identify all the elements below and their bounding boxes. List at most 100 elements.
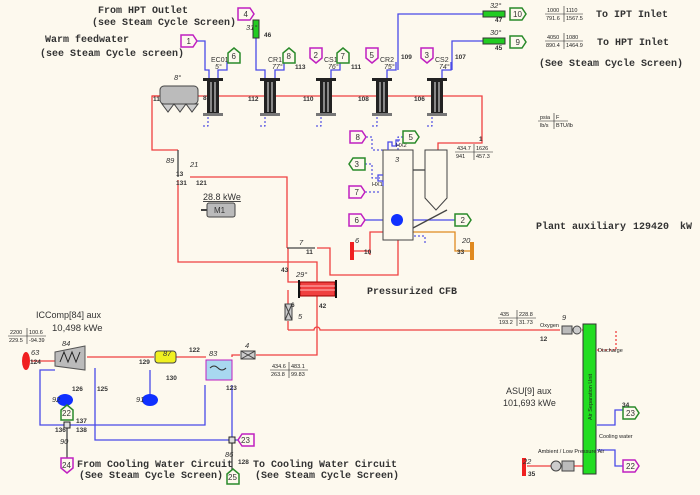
from-hpt-label: From HPT Outlet [98, 5, 188, 17]
component-id: 83 [209, 349, 218, 358]
to-cooling-water-sublabel: (See Steam Cycle Screen) [255, 470, 399, 482]
stream-tag-23[interactable]: 23 [622, 406, 640, 420]
oxygen-label: Oxygen [540, 323, 559, 329]
asu-aux-label: ASU[9] aux [506, 386, 552, 396]
pressurized-cfb-label: Pressurized CFB [367, 286, 457, 298]
valve-32[interactable] [482, 10, 506, 18]
stream-tag-7[interactable]: 7 [336, 47, 350, 64]
oxygen-compressor[interactable] [561, 325, 582, 335]
asu-label: Air Separation Unit [588, 373, 594, 420]
state-value-h: -94.39 [29, 338, 45, 344]
unit-pressure: psia [540, 115, 551, 121]
ambient-air-source[interactable] [522, 458, 526, 476]
state-value-t: 1080 [566, 35, 578, 41]
state-value-m: 263.8 [271, 372, 285, 378]
unit-mass-flow: lb/s [540, 123, 549, 129]
tag-label: 22 [626, 462, 635, 471]
stream-number: 107 [455, 54, 466, 61]
air-source-63[interactable] [22, 352, 30, 370]
tag-label: 5 [409, 133, 414, 142]
component-id: 21 [189, 160, 198, 169]
component-id: 29° [295, 270, 307, 279]
stream-number: 136 [55, 427, 66, 434]
stream-number: 108 [358, 96, 369, 103]
drain-91[interactable] [142, 394, 158, 406]
other-lines [66, 150, 470, 470]
stream-tag-22[interactable]: 22 [60, 404, 74, 421]
tag-label: 2 [461, 216, 466, 225]
stream-number: 6 [291, 302, 295, 309]
stream-tag-25[interactable]: 25 [226, 468, 240, 485]
stream-number: 42 [319, 303, 327, 310]
ambient-air-label: Ambient / Low Pressure Air [538, 449, 605, 455]
plant-auxiliary-value: 129420 [633, 222, 669, 233]
state-value-t: 483.1 [291, 364, 305, 370]
stream-tag-6[interactable]: 6 [227, 47, 241, 64]
stream-tag-22[interactable]: 22 [622, 459, 640, 473]
see-steam-cycle-label: (See Steam Cycle Screen) [539, 58, 683, 70]
air-separation-unit[interactable]: Air Separation Unit [582, 323, 597, 475]
stream-number: 13 [176, 171, 184, 178]
drain-92[interactable] [57, 394, 73, 406]
stream-tag-8[interactable]: 8 [282, 47, 296, 64]
intercooled-compressor-84[interactable] [54, 345, 86, 371]
state-value-t: 1626 [476, 146, 488, 152]
stream-tag-3[interactable]: 3 [348, 157, 366, 171]
stream-number: 124 [30, 359, 41, 366]
tag-label: 23 [241, 436, 250, 445]
stream-tag-24[interactable]: 24 [60, 457, 74, 474]
particulate-filter[interactable] [159, 85, 199, 113]
stream-tag-5[interactable]: 5 [365, 47, 379, 64]
stream-number: 129 [139, 359, 150, 366]
gas-cooler-hx[interactable] [298, 280, 337, 298]
stream-tag-9[interactable]: 9 [509, 35, 527, 49]
air-source-6[interactable] [350, 242, 354, 260]
stream-tag-8[interactable]: 8 [349, 130, 367, 144]
hx-name: EC01 [211, 57, 229, 64]
air-compressor[interactable] [550, 460, 575, 472]
state-value-p: 434.6 [272, 364, 286, 370]
stream-tag-4[interactable]: 4 [237, 7, 255, 21]
motor-m1[interactable]: M1 [201, 202, 236, 218]
fuel-source-20[interactable] [470, 242, 474, 260]
component-id: 20 [461, 236, 471, 245]
tag-label: 3 [425, 51, 430, 60]
component-id: 5 [298, 312, 303, 321]
stream-tag-7[interactable]: 7 [348, 185, 366, 199]
iccomp-aux-label: ICComp[84] aux [36, 310, 102, 320]
state-value-h: 1464.9 [566, 43, 583, 49]
stream-tag-3[interactable]: 3 [420, 47, 434, 64]
stream-tag-6[interactable]: 6 [348, 213, 366, 227]
stream-number: 43 [281, 267, 289, 274]
pcfb-boiler[interactable]: HX2 HX1 [372, 139, 448, 241]
stream-number: 11 [306, 249, 313, 256]
component-id: 8° [174, 73, 181, 82]
stream-tag-1[interactable]: 1 [180, 34, 198, 48]
hx-id: 5° [215, 63, 222, 71]
from-hpt-sublabel: (see Steam Cycle Screen) [92, 17, 236, 29]
stream-number: 11 [153, 96, 160, 103]
hx-name: CS2 [435, 57, 449, 64]
heat-exchanger-83[interactable] [205, 359, 233, 381]
stream-tag-2[interactable]: 2 [309, 47, 323, 64]
stream-tag-10[interactable]: 10 [509, 7, 527, 21]
tag-label: 8 [287, 52, 292, 61]
unit-enthalpy: BTU/lb [556, 123, 573, 129]
valve-30[interactable] [482, 37, 506, 45]
aftercooler-87[interactable] [154, 350, 177, 364]
stream-tag-23[interactable]: 23 [237, 433, 255, 447]
stream-number: 113 [295, 64, 306, 71]
stream-number: 123 [226, 385, 237, 392]
stream-tag-2[interactable]: 2 [454, 213, 472, 227]
valve-31[interactable] [252, 19, 260, 39]
valve-5[interactable] [284, 303, 293, 321]
stream-tag-5[interactable]: 5 [402, 130, 420, 144]
valve-4[interactable] [240, 350, 256, 360]
